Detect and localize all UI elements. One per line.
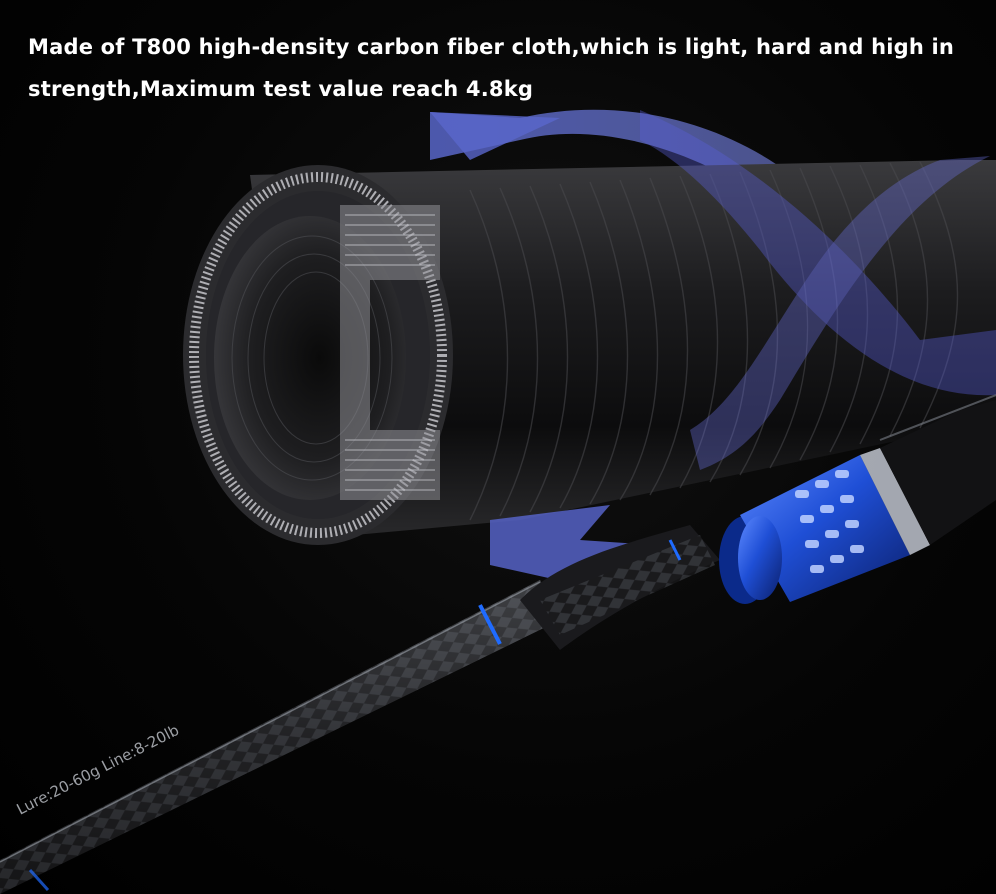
rotation-arrow-bottom: [490, 505, 700, 585]
fishing-rod-blank: [0, 525, 720, 894]
feature-headline: Made of T800 high-density carbon fiber c…: [28, 26, 968, 110]
stress-ribbon: [640, 110, 996, 470]
headline-line-1: Made of T800 high-density carbon fiber c…: [28, 35, 955, 59]
blue-reel-seat: [719, 394, 996, 604]
carbon-tube: [183, 160, 996, 545]
rotation-arrow-top: [430, 109, 810, 210]
headline-line-2: strength,Maximum test value reach 4.8kg: [28, 77, 534, 101]
